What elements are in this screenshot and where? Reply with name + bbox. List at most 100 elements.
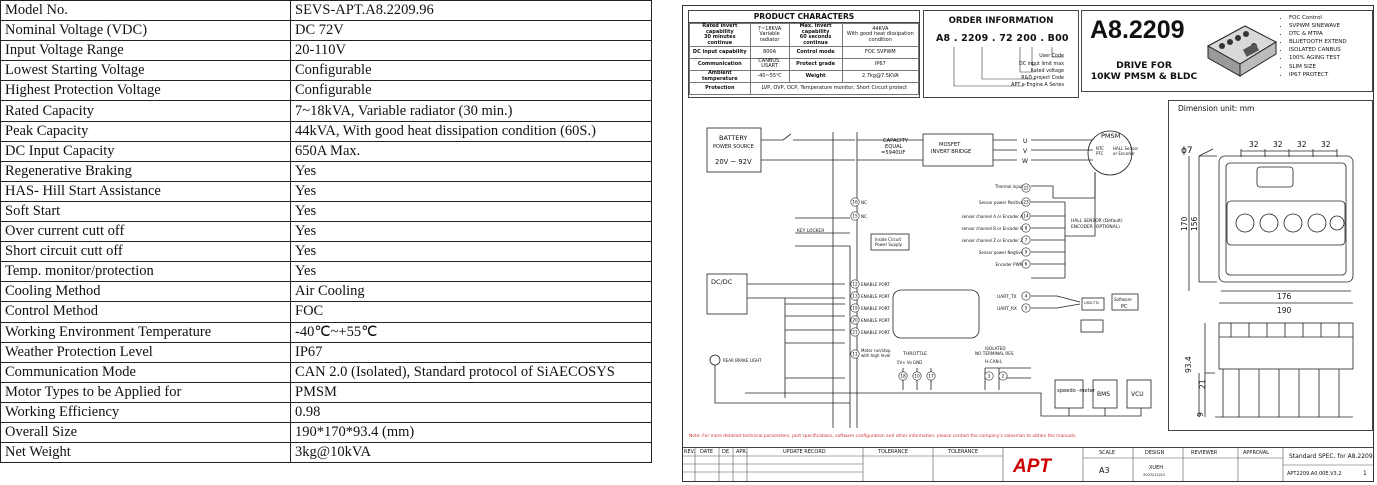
pc-sub: Variable radiator: [759, 31, 780, 43]
de-label: DE.: [722, 449, 731, 455]
spec-key: Temp. monitor/protection: [0, 261, 291, 283]
pin-circle: [850, 211, 860, 221]
pitch-32-2: 32: [1273, 140, 1283, 149]
order-label-series: APT e-Engine A Series: [1011, 83, 1064, 88]
spec-row: Working Environment Temperature-40℃~+55℃: [0, 321, 652, 343]
designer-name: XUEH: [1149, 465, 1164, 471]
spec-value: 650A Max.: [290, 140, 652, 162]
vcu-label: VCU: [1131, 391, 1144, 398]
dimension-drawing: ϕ7 32 32 32 32 176 190 156 170 93.4 21 9: [1180, 140, 1354, 418]
spec-value: 7~18kVA, Variable radiator (30 min.): [290, 100, 652, 122]
pin-number: 3: [988, 374, 991, 379]
page-number: 1: [1363, 470, 1367, 477]
spec-key: Over current cutt off: [0, 221, 291, 243]
pin-number: 9: [1025, 250, 1028, 255]
update-record-label: UPDATE RECORD: [783, 449, 826, 455]
spec-value: Yes: [290, 221, 652, 243]
order-label-rnd: R&D project Code: [1021, 76, 1064, 81]
pin-number: 14: [1023, 214, 1029, 219]
u-label: U: [1023, 138, 1027, 145]
width-190-label: 190: [1277, 306, 1292, 315]
pc-value: CANBUS, USART: [749, 57, 790, 72]
dimension-box: Dimension unit: mm ϕ7 32 32 32 32: [1168, 100, 1373, 431]
pin-number: 23: [1023, 200, 1029, 205]
hall-default-label: HALL SENSOR (Default): [1071, 218, 1123, 224]
w-label: W: [1022, 158, 1028, 165]
pin-number: 19: [852, 306, 858, 311]
pin-circle: [1021, 235, 1031, 245]
battery-box: [706, 127, 762, 173]
tolerance-label-1: TOLERANCE: [878, 449, 909, 455]
isolated-label: ISOLATED: [985, 346, 1006, 351]
spec-key: Working Efficiency: [0, 401, 291, 423]
capacity-label: CAPACITY: [883, 138, 909, 144]
spec-key: Motor Types to be Applied for: [0, 381, 291, 403]
power-supply-label: Power Supply: [875, 242, 903, 247]
model-name: A8.2209: [1090, 16, 1185, 44]
feature-item: SVPWM SINEWAVE: [1289, 22, 1347, 30]
nc-label: NC: [861, 200, 867, 205]
feature-list: FOC ControlSVPWM SINEWAVEDTC & MTPABLUET…: [1282, 14, 1347, 79]
pin-number: 15: [852, 214, 858, 219]
pin-number: 17: [928, 374, 934, 379]
spec-value: Yes: [290, 160, 652, 182]
date-label: DATE: [700, 449, 714, 455]
order-label-user: User Code: [1039, 54, 1064, 59]
pin-circle: [1021, 183, 1031, 193]
pin-circle: [850, 279, 860, 289]
battery-label: BATTERY: [719, 134, 747, 142]
pin-number: 16: [852, 200, 858, 205]
pc-label: Protection: [689, 82, 751, 95]
spec-key: Short circuit cutt off: [0, 241, 291, 263]
invert-bridge-label: INVERT BRIDGE: [931, 149, 971, 155]
pin-circle: [850, 349, 860, 359]
key-locker-label: KEY LOCKER: [797, 228, 824, 234]
pin-circle: [1021, 247, 1031, 257]
pin-number: 22: [1023, 186, 1029, 191]
throttle-pins-label: 5V+ Vo GND: [897, 360, 922, 365]
dimension-title: Dimension unit: mm: [1178, 104, 1255, 113]
pin-number: 11: [852, 352, 858, 357]
enable-port-label: ENABLE PORT: [861, 294, 890, 299]
pitch-32-1: 32: [1249, 140, 1259, 149]
cap-value-label: =5940UF: [881, 150, 905, 156]
pc-box: [1111, 293, 1139, 311]
spec-value: Yes: [290, 241, 652, 263]
spec-value: IP67: [290, 341, 652, 363]
pin-number: 8: [1025, 226, 1028, 231]
spec-value: 44kVA, With good heat dissipation condit…: [290, 120, 652, 142]
ntc-label: NTC: [1096, 146, 1104, 151]
order-leader-lines: [953, 47, 1064, 87]
extra-adapter-box: [1080, 319, 1104, 333]
pin-circle: [1021, 211, 1031, 221]
spec-row: Nominal Voltage (VDC)DC 72V: [0, 20, 652, 42]
rev-label: REV.: [684, 449, 695, 455]
depth-93-label: 93.4: [1184, 356, 1193, 373]
tolerance-label-2: TOLERANCE: [948, 449, 979, 455]
feature-item: BLUETOOTH EXTEND: [1289, 38, 1347, 46]
spec-row: Model No.SEVS-APT.A8.2209.96: [0, 0, 652, 22]
apr-label: APR.: [736, 449, 748, 455]
hcan-label: H-CAN-L: [985, 359, 1003, 364]
pin-number: 4: [1025, 294, 1028, 299]
product-characters-box: PRODUCT CHARACTERS Rated invert capabili…: [688, 10, 920, 98]
pin-circle: [912, 371, 922, 381]
signal-label: sensor channel Z or Encoder Z: [962, 238, 1024, 243]
pc-value: IP67: [841, 57, 920, 72]
pmsm-motor: [1087, 130, 1133, 176]
speedometer-box: [1054, 379, 1084, 409]
approval-label: APPROVAL: [1243, 450, 1270, 456]
design-label: DESIGN: [1145, 450, 1165, 456]
signal-label: Encoder PWM: [996, 262, 1024, 267]
product-characters-title: PRODUCT CHARACTERS: [689, 11, 919, 23]
pc-label: PC: [1121, 304, 1128, 310]
